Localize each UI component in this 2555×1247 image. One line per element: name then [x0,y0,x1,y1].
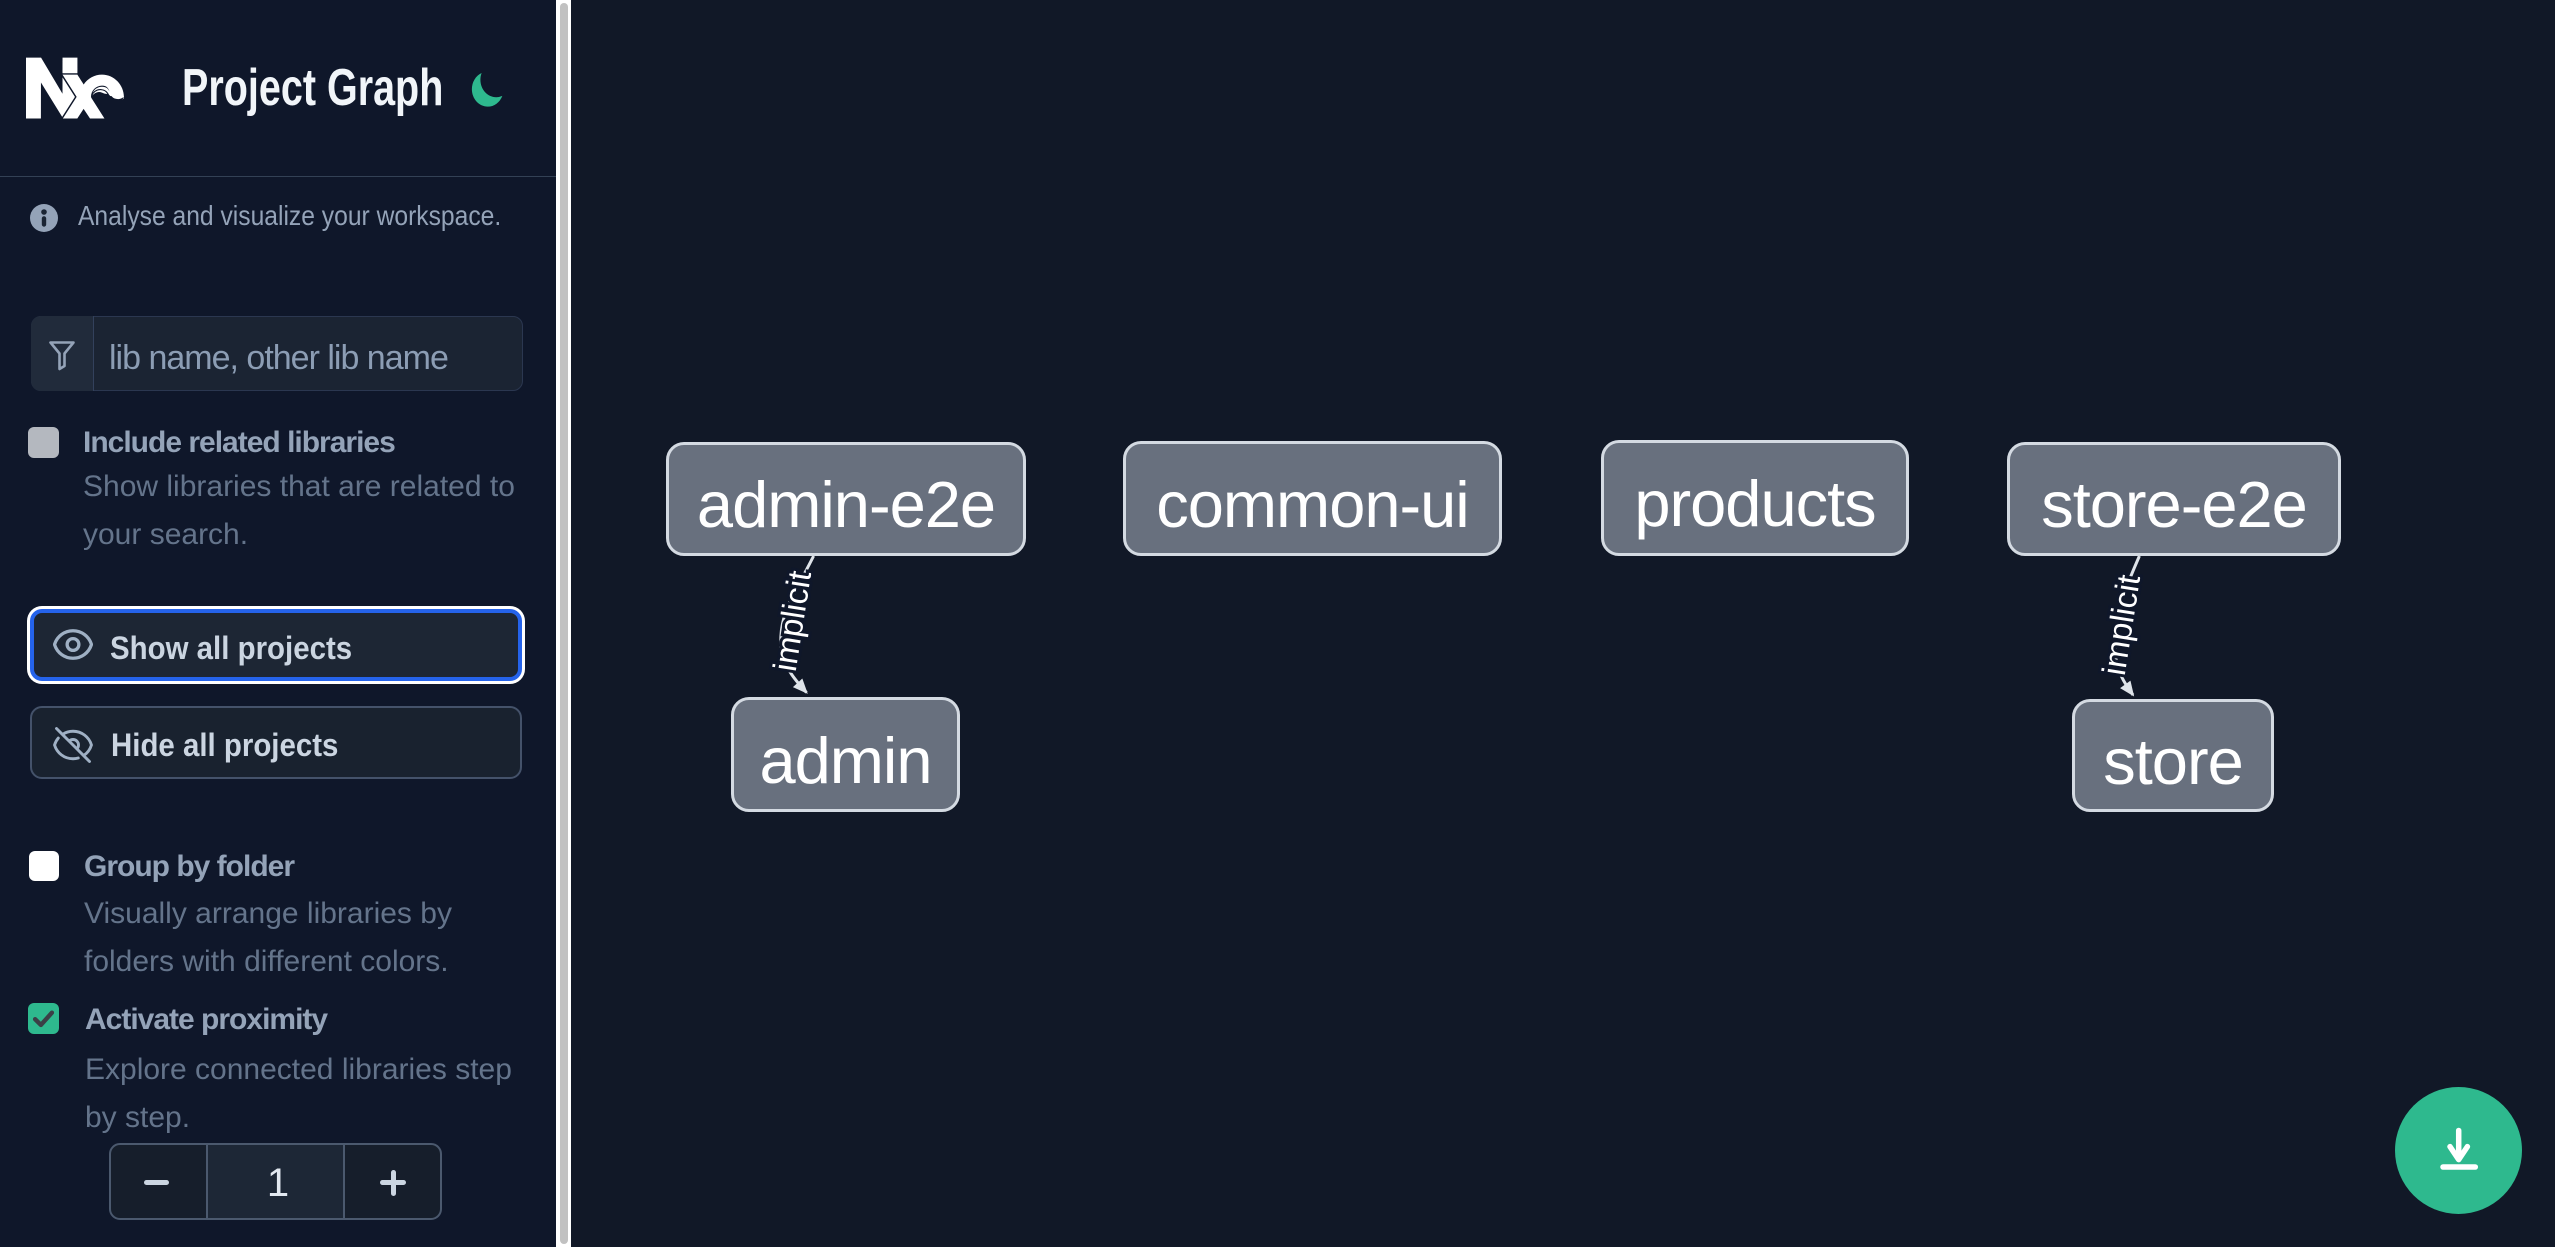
svg-text:implicit: implicit [2095,572,2147,677]
svg-text:implicit: implicit [766,568,818,673]
